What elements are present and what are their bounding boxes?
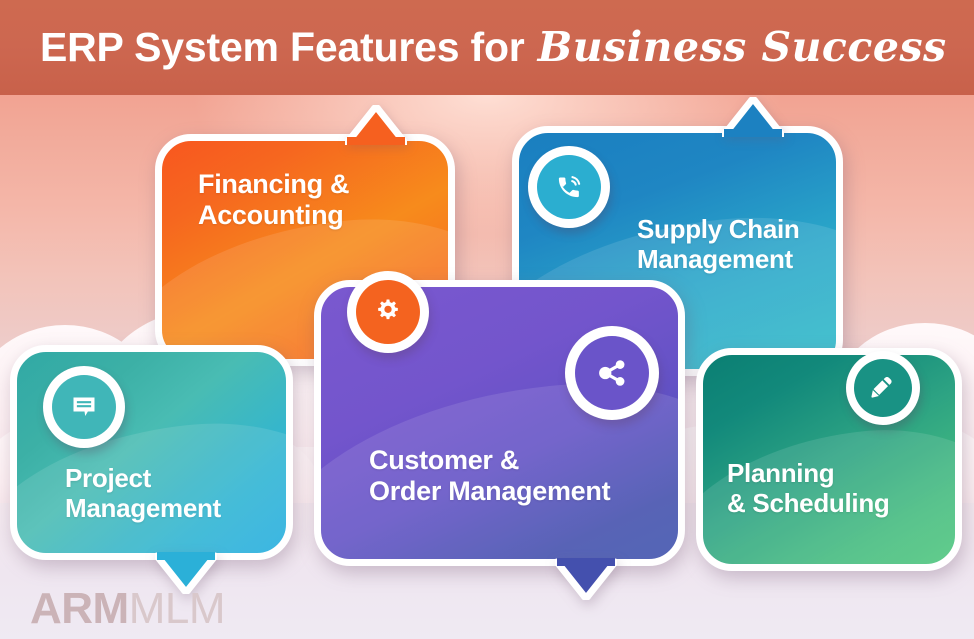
share-nodes-icon bbox=[594, 355, 630, 391]
watermark-mlm: MLM bbox=[128, 584, 226, 633]
feature-card-project-management[interactable]: Project Management bbox=[10, 345, 293, 560]
chat-bubble-icon bbox=[69, 392, 99, 422]
badge-share[interactable] bbox=[565, 326, 659, 420]
badge-core bbox=[537, 155, 601, 219]
card-tab-project bbox=[155, 552, 217, 594]
watermark-arm: ARM bbox=[30, 584, 129, 633]
card-label-project-management: Project Management bbox=[65, 463, 221, 523]
page-title-plain: ERP System Features for bbox=[40, 24, 525, 70]
card-tab-supply-chain bbox=[722, 97, 784, 137]
badge-phone-call[interactable] bbox=[528, 146, 610, 228]
pencil-icon bbox=[869, 374, 897, 402]
gear-icon bbox=[373, 297, 403, 327]
card-tab-customer-order bbox=[555, 558, 617, 600]
page-title: ERP System Features for Business Success bbox=[40, 27, 947, 68]
watermark-logo: ARM MLM bbox=[30, 587, 225, 631]
header-banner: ERP System Features for Business Success bbox=[0, 0, 974, 95]
badge-core bbox=[356, 280, 420, 344]
card-label-planning-scheduling: Planning & Scheduling bbox=[727, 458, 890, 518]
feature-card-planning-scheduling[interactable]: Planning & Scheduling bbox=[696, 348, 962, 571]
badge-pencil[interactable] bbox=[846, 351, 920, 425]
badge-gear[interactable] bbox=[347, 271, 429, 353]
badge-core bbox=[575, 336, 649, 410]
card-label-financing-accounting: Financing & Accounting bbox=[198, 169, 350, 230]
badge-core bbox=[52, 375, 116, 439]
badge-chat-bubble[interactable] bbox=[43, 366, 125, 448]
card-tab-financing bbox=[345, 105, 407, 145]
page-title-script: Business Success bbox=[537, 23, 947, 71]
card-label-supply-chain: Supply Chain Management bbox=[637, 214, 800, 274]
badge-core bbox=[854, 359, 912, 417]
card-label-customer-order: Customer & Order Management bbox=[369, 445, 611, 506]
phone-call-icon bbox=[553, 171, 585, 203]
